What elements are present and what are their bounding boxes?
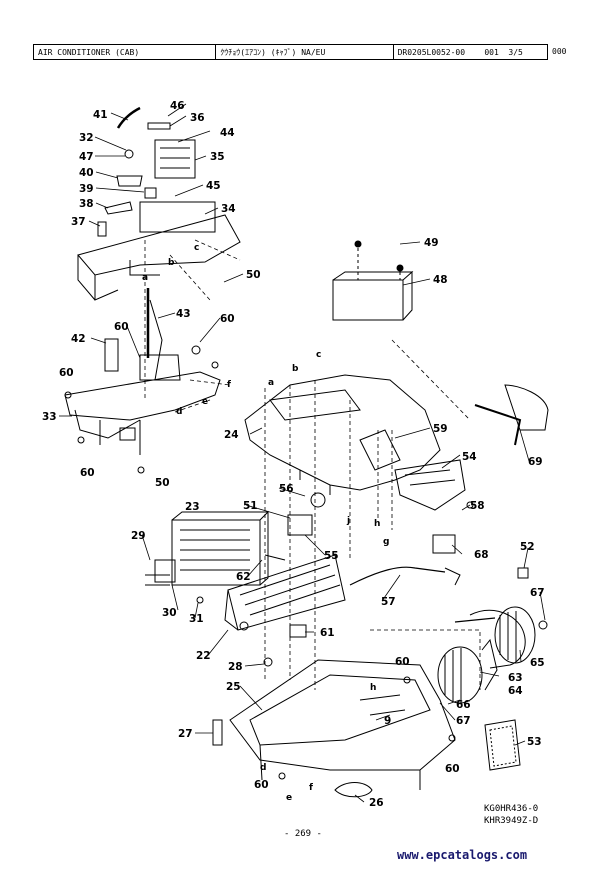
letter-h-lower: h xyxy=(370,683,376,693)
callout-37: 37 xyxy=(71,216,86,228)
callout-30: 30 xyxy=(162,607,177,619)
callout-26: 26 xyxy=(369,797,384,809)
callout-47: 47 xyxy=(79,151,94,163)
callout-56: 56 xyxy=(279,483,294,495)
callout-25: 25 xyxy=(226,681,241,693)
callout-67-b: 67 xyxy=(456,715,471,727)
callout-23: 23 xyxy=(185,501,200,513)
callout-67-a: 67 xyxy=(530,587,545,599)
callout-60-g: 60 xyxy=(445,763,460,775)
callout-29: 29 xyxy=(131,530,146,542)
doc-code: DR0205L0052-00 xyxy=(397,48,466,57)
letter-g-mid: g xyxy=(383,537,389,547)
callout-27: 27 xyxy=(178,728,193,740)
letter-e-lower: e xyxy=(286,793,292,803)
callout-28: 28 xyxy=(228,661,243,673)
letter-d-upper: d xyxy=(176,407,182,417)
jp-title-cell: ｸｳﾁｮｳ(ｴｱｺﾝ) (ｷｬﾌﾞ) NA/EU xyxy=(216,45,394,59)
letter-j-mid: j xyxy=(346,516,350,526)
letter-b-upper: b xyxy=(168,258,175,268)
callout-43: 43 xyxy=(176,308,191,320)
callout-35: 35 xyxy=(210,151,225,163)
blower-assembly xyxy=(349,501,548,704)
letter-c-upper: c xyxy=(194,243,199,253)
letter-h-mid: h xyxy=(374,519,380,529)
letter-c-mid: c xyxy=(316,350,321,360)
callout-60-a: 60 xyxy=(114,321,129,333)
callout-60-b: 60 xyxy=(220,313,235,325)
callout-39: 39 xyxy=(79,183,94,195)
callout-68: 68 xyxy=(474,549,489,561)
callout-22: 22 xyxy=(196,650,211,662)
callout-65: 65 xyxy=(530,657,545,669)
callout-labels: 41 46 36 32 44 47 35 40 39 45 38 34 37 4… xyxy=(42,100,545,809)
callout-60-f: 60 xyxy=(254,779,269,791)
callout-42: 42 xyxy=(71,333,86,345)
callout-45: 45 xyxy=(206,180,221,192)
watermark-link[interactable]: www.epcatalogs.com xyxy=(397,848,528,862)
callout-61: 61 xyxy=(320,627,335,639)
callout-57: 57 xyxy=(381,596,396,608)
callout-40: 40 xyxy=(79,167,94,179)
title-cell: AIR CONDITIONER (CAB) xyxy=(34,45,217,59)
callout-24: 24 xyxy=(224,429,239,441)
lower-case xyxy=(212,657,521,798)
upper-left-assembly xyxy=(64,106,241,474)
callout-33: 33 xyxy=(42,411,57,423)
callout-41: 41 xyxy=(93,109,108,121)
callout-31: 31 xyxy=(189,613,204,625)
letter-e-upper: e xyxy=(202,397,208,407)
callout-48: 48 xyxy=(433,274,448,286)
leader-lines xyxy=(59,103,546,803)
extra-code: 000 xyxy=(552,47,567,56)
callout-66: 66 xyxy=(456,699,471,711)
letter-f-lower: f xyxy=(309,783,313,793)
title-block: AIR CONDITIONER (CAB) ｸｳﾁｮｳ(ｴｱｺﾝ) (ｷｬﾌﾞ)… xyxy=(33,44,548,60)
callout-55: 55 xyxy=(324,550,339,562)
callout-60-d: 60 xyxy=(80,467,95,479)
alignment-letters: b c a f d e a b c j h g h d e f xyxy=(142,243,389,803)
drawing-code-1: KG0HR436-0 xyxy=(484,804,539,814)
callout-63: 63 xyxy=(508,672,523,684)
callout-50-b: 50 xyxy=(155,477,170,489)
callout-69: 69 xyxy=(528,456,543,468)
letter-a-upper: a xyxy=(142,273,148,283)
drawing-code-2: KHR3949Z-D xyxy=(484,816,539,826)
page-number: - 269 - xyxy=(284,829,322,839)
alignment-lines xyxy=(144,239,481,690)
callout-36: 36 xyxy=(190,112,205,124)
page-part: 3/5 xyxy=(508,48,523,57)
callout-46: 46 xyxy=(170,100,185,112)
heater-core-assembly xyxy=(145,492,346,638)
callout-38: 38 xyxy=(79,198,94,210)
letter-d-lower: d xyxy=(260,763,266,773)
rev: 001 xyxy=(484,48,499,57)
callout-53: 53 xyxy=(527,736,542,748)
letter-a-mid: a xyxy=(268,378,274,388)
callout-34: 34 xyxy=(221,203,236,215)
callout-64: 64 xyxy=(508,685,523,697)
callout-9: 9 xyxy=(384,715,391,727)
callout-50: 50 xyxy=(246,269,261,281)
callout-59: 59 xyxy=(433,423,448,435)
upper-right-housing xyxy=(244,240,549,511)
callout-52: 52 xyxy=(520,541,535,553)
letter-b-mid: b xyxy=(292,364,299,374)
callout-51: 51 xyxy=(243,500,258,512)
doc-code-cell: DR0205L0052-00 001 3/5 xyxy=(394,45,547,59)
callout-62: 62 xyxy=(236,571,251,583)
callout-32: 32 xyxy=(79,132,94,144)
callout-44: 44 xyxy=(220,127,235,139)
callout-58: 58 xyxy=(470,500,485,512)
callout-49: 49 xyxy=(424,237,439,249)
letter-f-upper: f xyxy=(227,380,231,390)
callout-60-c: 60 xyxy=(59,367,74,379)
callout-54: 54 xyxy=(462,451,477,463)
callout-60-e: 60 xyxy=(395,656,410,668)
